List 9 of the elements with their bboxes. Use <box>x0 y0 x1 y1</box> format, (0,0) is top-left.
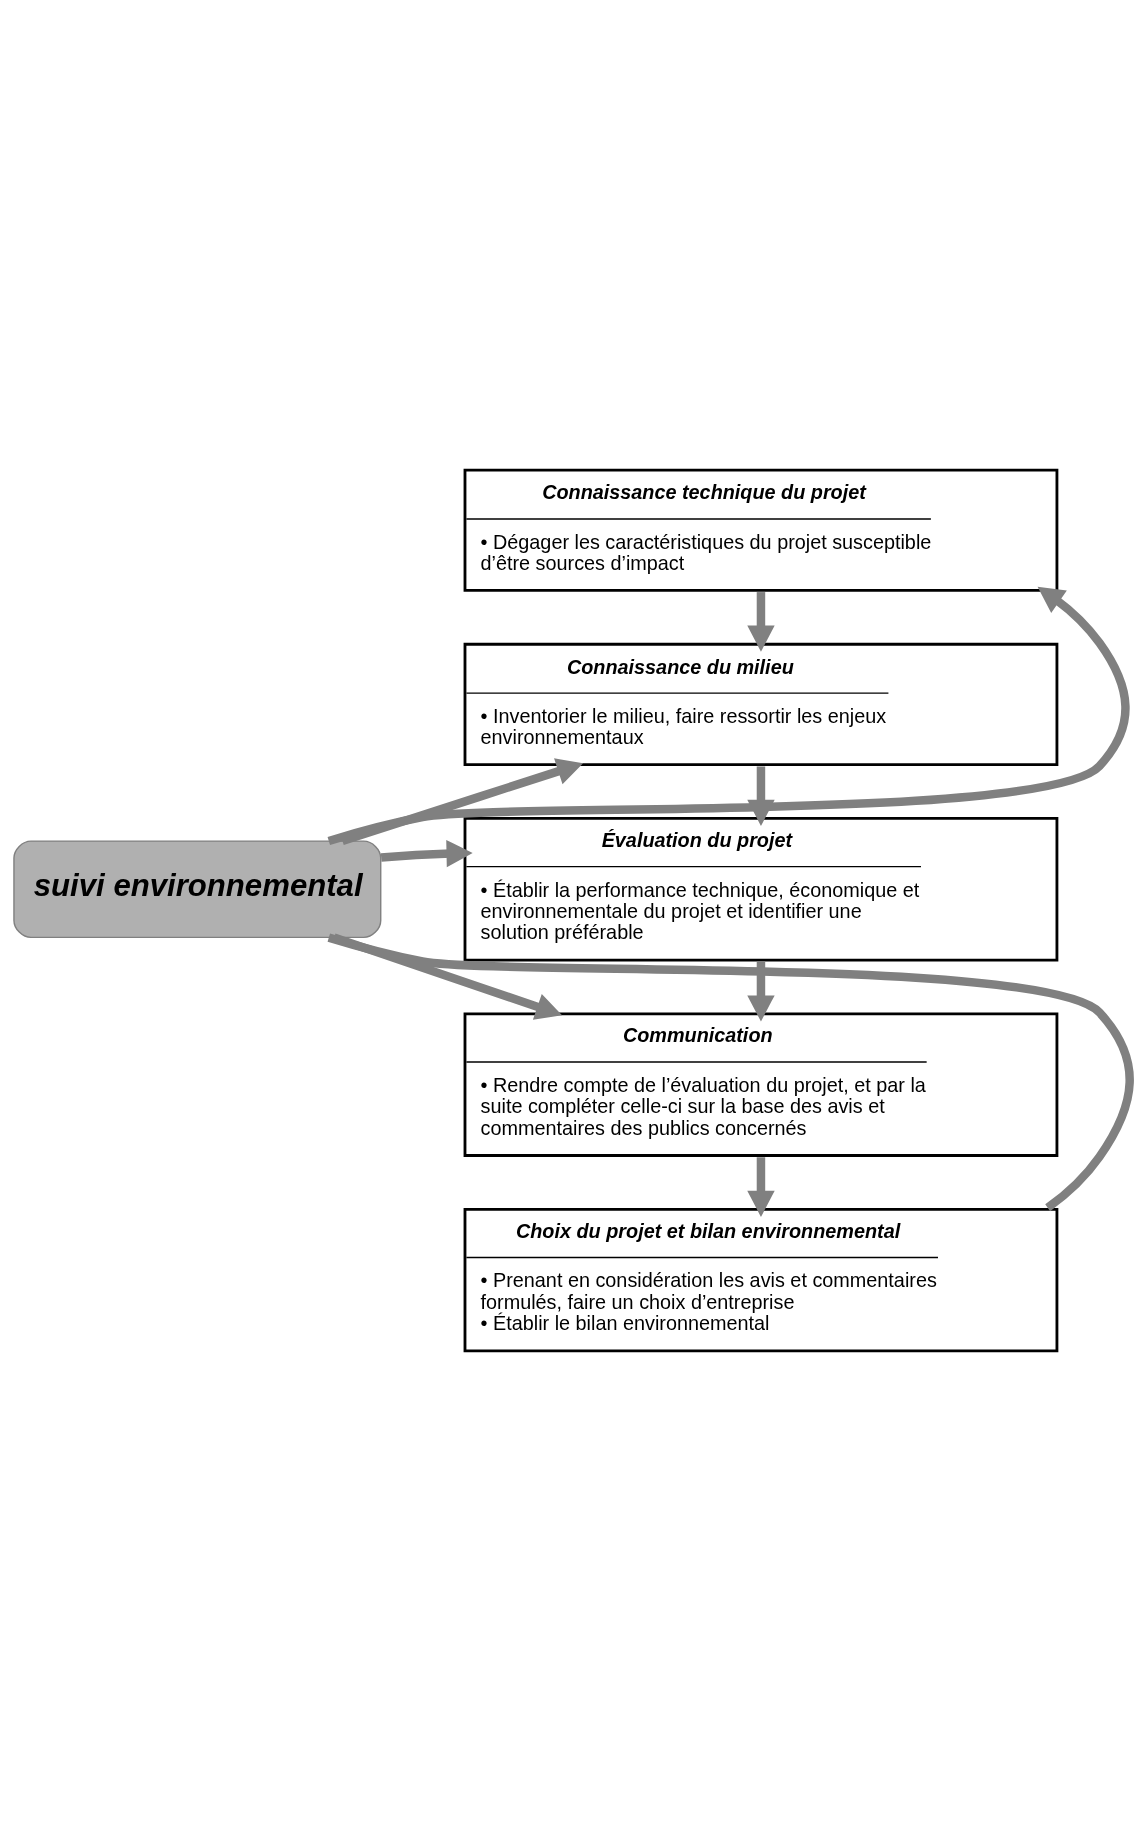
node-box: suivi environnemental <box>13 840 382 939</box>
arrow <box>747 961 775 1022</box>
arrow <box>332 933 563 1020</box>
arrow <box>747 1157 775 1217</box>
connector <box>327 933 1134 1212</box>
arrow <box>747 592 775 652</box>
arrow <box>341 758 584 846</box>
arrow <box>327 586 1130 846</box>
arrow <box>380 839 473 868</box>
